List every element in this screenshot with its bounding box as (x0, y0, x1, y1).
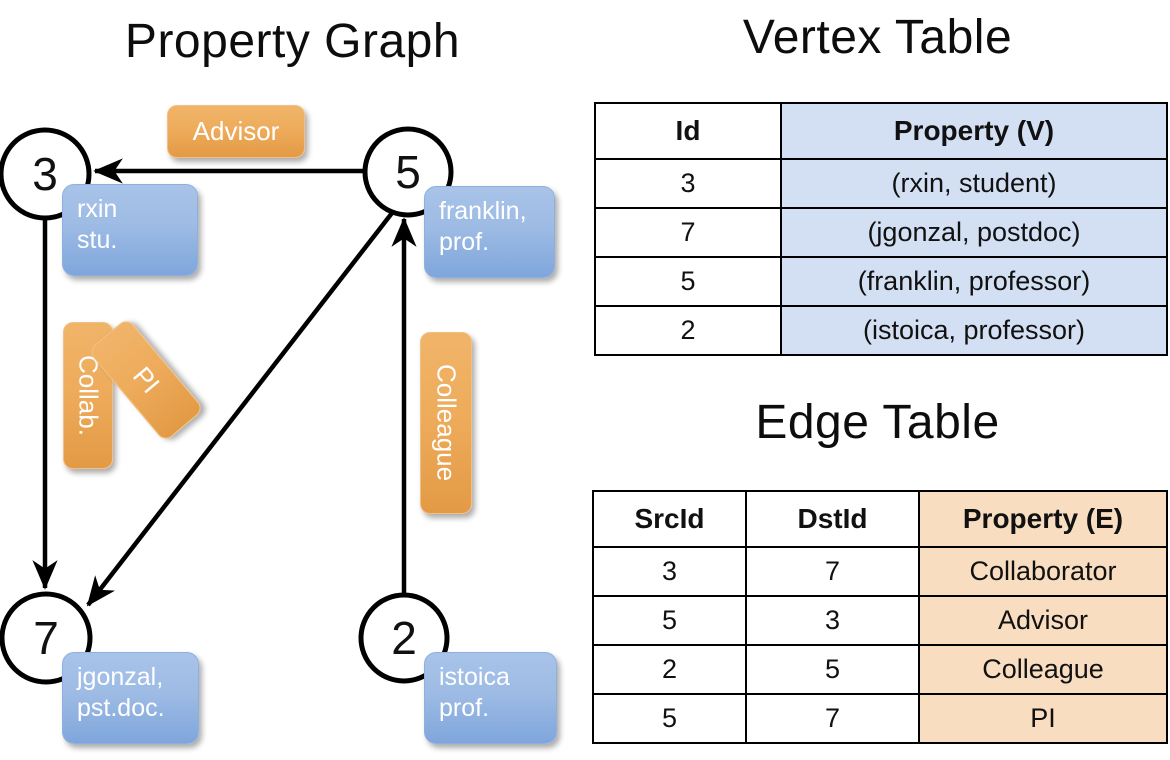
vertex-property-box-2-line1: istoica (439, 663, 510, 691)
vertex-table-header-id: Id (594, 102, 782, 160)
table-row: 3 7 Collaborator (592, 546, 1168, 597)
vertex-property-box-5: franklin, prof. (424, 186, 555, 278)
edge-row-1-src: 5 (592, 595, 747, 646)
vertex-property-box-7: jgonzal, pst.doc. (62, 652, 199, 744)
vertex-row-2-id: 5 (594, 256, 782, 307)
table-row: 3 (rxin, student) (594, 158, 1168, 209)
edge-label-colleague: Colleague (420, 332, 472, 514)
edge-row-3-src: 5 (592, 693, 747, 744)
vertex-row-2-property: (franklin, professor) (780, 256, 1168, 307)
table-row: 5 7 PI (592, 693, 1168, 744)
vertex-property-box-3: rxin stu. (62, 184, 198, 276)
edge-label-collab-text: Collab. (73, 355, 104, 436)
edge-row-3-property: PI (918, 693, 1168, 744)
vertex-node-3-label: 3 (32, 148, 58, 200)
vertex-table-header-row: Id Property (V) (594, 102, 1168, 160)
vertex-property-box-5-line2: prof. (439, 228, 490, 256)
edge-table: SrcId DstId Property (E) 3 7 Collaborato… (592, 490, 1168, 744)
vertex-row-0-id: 3 (594, 158, 782, 209)
edge-5-to-7 (86, 211, 394, 607)
edge-label-colleague-text: Colleague (431, 364, 462, 482)
page-title-vertex-table: Vertex Table (742, 11, 1013, 64)
graph-canvas: 3 5 7 2 (0, 126, 454, 685)
edge-label-advisor: Advisor (167, 105, 305, 158)
vertex-property-box-3-line1: rxin (77, 195, 118, 223)
vertex-row-3-property: (istoica, professor) (780, 305, 1168, 356)
table-row: 2 (istoica, professor) (594, 305, 1168, 356)
vertex-node-7-label: 7 (33, 612, 59, 664)
property-graph-diagram: 3 5 7 2 rxin stu. franklin, prof. jgonza… (0, 105, 557, 744)
edge-row-0-property: Collaborator (918, 546, 1168, 597)
vertex-row-1-property: (jgonzal, postdoc) (780, 207, 1168, 258)
vertex-property-box-3-line2: stu. (77, 226, 118, 254)
page-title-edge-table: Edge Table (755, 396, 1000, 449)
edge-row-2-property: Colleague (918, 644, 1168, 695)
table-row: 7 (jgonzal, postdoc) (594, 207, 1168, 258)
edge-table-header-dstid: DstId (745, 490, 920, 548)
vertex-table: Id Property (V) 3 (rxin, student) 7 (jgo… (594, 102, 1168, 356)
edge-label-pi-text: PI (126, 360, 166, 399)
edge-table-header-property: Property (E) (918, 490, 1168, 548)
table-row: 2 5 Colleague (592, 644, 1168, 695)
vertex-row-1-id: 7 (594, 207, 782, 258)
edge-table-header-row: SrcId DstId Property (E) (592, 490, 1168, 548)
table-row: 5 3 Advisor (592, 595, 1168, 646)
vertex-property-box-2-line2: prof. (439, 694, 490, 722)
edge-label-advisor-text: Advisor (192, 116, 280, 146)
vertex-node-2-label: 2 (391, 612, 417, 664)
vertex-node-5-label: 5 (395, 146, 421, 198)
vertex-property-box-7-line2: pst.doc. (77, 694, 165, 722)
edge-table-header-srcid: SrcId (592, 490, 747, 548)
edge-row-0-dst: 7 (745, 546, 920, 597)
page-title-property-graph: Property Graph (124, 15, 461, 68)
vertex-table-header-property: Property (V) (780, 102, 1168, 160)
edge-row-0-src: 3 (592, 546, 747, 597)
vertex-row-0-property: (rxin, student) (780, 158, 1168, 209)
edge-row-3-dst: 7 (745, 693, 920, 744)
edge-row-1-dst: 3 (745, 595, 920, 646)
vertex-property-box-2: istoica prof. (424, 652, 557, 744)
vertex-row-3-id: 2 (594, 305, 782, 356)
vertex-property-box-7-line1: jgonzal, (77, 663, 164, 691)
table-row: 5 (franklin, professor) (594, 256, 1168, 307)
vertex-property-box-5-line1: franklin, (439, 197, 527, 225)
edge-row-2-dst: 5 (745, 644, 920, 695)
edge-row-2-src: 2 (592, 644, 747, 695)
edge-row-1-property: Advisor (918, 595, 1168, 646)
